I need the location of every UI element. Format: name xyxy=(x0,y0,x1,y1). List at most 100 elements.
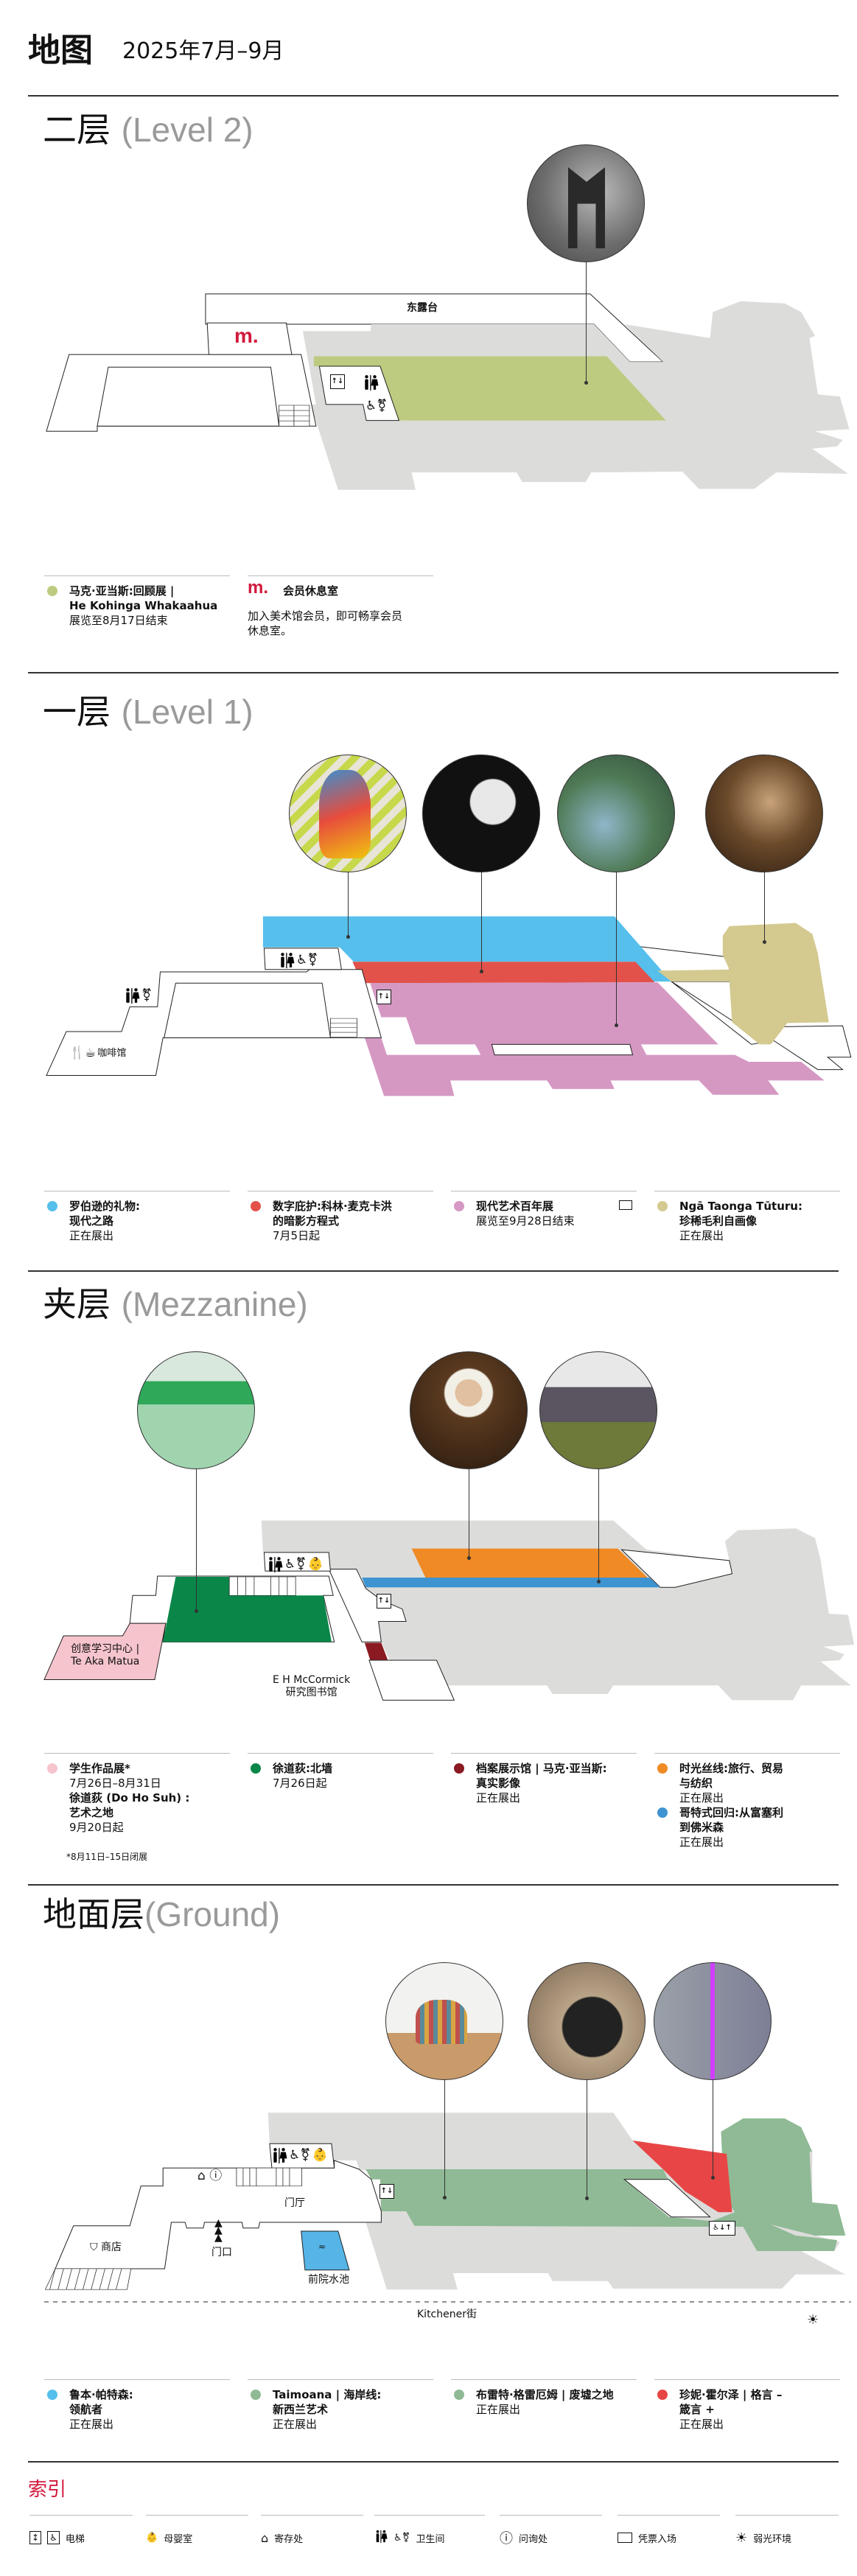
legend-title: 马克·亚当斯:回顾展 | xyxy=(69,584,175,598)
stairs xyxy=(279,405,310,427)
legend-detail: 7月5日起 xyxy=(273,1229,321,1242)
legend-title: 领航者 xyxy=(69,2403,103,2416)
artwork-thumbnail-gothic-house[interactable] xyxy=(539,1351,657,1469)
legend-color-dot xyxy=(47,1201,57,1211)
ticket-icon xyxy=(618,2533,632,2543)
legend-title: 箴言 + xyxy=(679,2403,715,2416)
legend-detail: 7月26日–8月31日 xyxy=(69,1777,161,1790)
toilets-icon: ♿⚧👶 xyxy=(271,2147,328,2163)
legend-color-dot xyxy=(454,1201,464,1211)
artwork-thumbnail-mark-adams[interactable] xyxy=(527,144,645,262)
members-logo: m. xyxy=(248,578,269,598)
legend-color-dot xyxy=(454,2390,464,2400)
artwork-thumbnail-picasso[interactable] xyxy=(289,755,407,872)
legend-title: 罗伯逊的礼物: xyxy=(69,1200,140,1213)
toilets-icon: ♿⚧ xyxy=(279,952,318,968)
legend-item: 罗伯逊的礼物:现代之路正在展出 xyxy=(44,1191,230,1243)
legend-color-dot xyxy=(251,2390,261,2400)
legend-title: 哥特式回归:从富塞利 xyxy=(679,1806,783,1819)
shop-name: 商店 xyxy=(100,2241,122,2253)
artwork-thumbnail-goldie-portrait[interactable] xyxy=(705,755,823,872)
legend-title: He Kohinga Whakaahua xyxy=(69,599,218,612)
accessible-icon: ♿⚧ xyxy=(393,2532,410,2544)
east-terrace-label: 东露台 xyxy=(407,302,438,314)
legend-detail: 正在展出 xyxy=(679,1835,724,1849)
exhibition-gothic-revival xyxy=(362,1578,661,1588)
level-name-en: (Mezzanine) xyxy=(121,1285,308,1323)
connector-line xyxy=(763,872,766,944)
legend-title: 的暗影方程式 xyxy=(273,1214,340,1228)
footnote: *8月11日–15日闭展 xyxy=(66,1852,148,1862)
artwork-thumbnail-do-ho-suh[interactable] xyxy=(137,1351,255,1469)
toilet-block xyxy=(270,2143,335,2168)
legend-title: 到佛米森 xyxy=(679,1821,724,1834)
legend-color-dot xyxy=(47,1763,57,1774)
legend-title: 时光丝线:旅行、贸易 xyxy=(679,1762,783,1775)
index-title: 索引 xyxy=(28,2479,67,2501)
legend-detail: 展览至9月28日结束 xyxy=(476,1214,575,1228)
legend-title: 珍稀毛利自画像 xyxy=(679,1214,758,1228)
legend-detail: 正在展出 xyxy=(476,2403,521,2416)
legend-title: 现代艺术百年展 xyxy=(476,1200,554,1213)
legend-title: 珍妮·霍尔泽 | 格言 – xyxy=(679,2388,783,2401)
floor-plan-level-1 xyxy=(0,916,857,1096)
parents-room-icon: 👶 xyxy=(312,2148,328,2163)
exhibition-colin-mccahon xyxy=(352,962,655,984)
level-name-en: (Ground) xyxy=(144,1895,281,1933)
section-divider xyxy=(28,1270,839,1272)
members-lounge xyxy=(207,323,292,354)
entrance-label: 门口 xyxy=(211,2247,232,2258)
artwork-thumbnail-jenny-holzer[interactable] xyxy=(654,1962,772,2080)
legend-item: 学生作品展* 7月26日–8月31日 徐道荻 (Do Ho Suh) : 艺术之… xyxy=(44,1753,230,1864)
legend-title: 艺术之地 xyxy=(69,1806,114,1819)
index-label: 电梯 xyxy=(65,2533,85,2545)
learning-centre-name: 创意学习中心 | xyxy=(71,1643,140,1655)
level-name: 二层 xyxy=(43,110,111,150)
entrance-steps xyxy=(44,2268,132,2290)
index-item-low-light: ☀弱光环境 xyxy=(735,2515,839,2552)
page-title: 地图 xyxy=(28,32,93,69)
index-item-toilets: ♿⚧卫生间 xyxy=(374,2515,485,2552)
legend-item: 布雷特·格雷厄姆 | 废墟之地正在展出 xyxy=(451,2379,637,2417)
artwork-thumbnail-monet[interactable] xyxy=(557,755,675,872)
legend-detail: 9月20日起 xyxy=(69,1821,124,1834)
entrance-arrow-icon: ▲▲▲ xyxy=(214,2217,223,2244)
toilets-icon xyxy=(374,2530,388,2546)
elevator-icon: ↑↓ xyxy=(377,990,391,1004)
legend-detail: 休息室。 xyxy=(248,624,293,637)
level-name: 地面层 xyxy=(43,1894,144,1934)
artwork-thumbnail-brett-graham[interactable] xyxy=(528,1962,646,2080)
street-label: Kitchener街 xyxy=(417,2309,477,2320)
legend-title: Taimoana | 海岸线: xyxy=(273,2388,382,2401)
low-light-icon: ☀ xyxy=(735,2530,748,2546)
legend-title: 档案展示馆 | 马克·亚当斯: xyxy=(476,1762,607,1775)
legend-color-dot xyxy=(657,1807,668,1818)
artwork-thumbnail-ruben-paterson[interactable] xyxy=(385,1962,503,2080)
library xyxy=(369,1660,454,1700)
toilets-icon: ⚧ xyxy=(124,987,152,1004)
index-item-cloakroom: ⌂寄存处 xyxy=(261,2515,363,2552)
connector-line xyxy=(443,2080,447,2199)
index-item-ticketed: 凭票入场 xyxy=(618,2515,720,2552)
floor-plan-ground xyxy=(0,2113,857,2576)
exhibition-modern-art xyxy=(362,982,825,1096)
connector-line xyxy=(480,872,483,973)
elevator-icon: ↕ xyxy=(29,2531,42,2544)
exhibition-threads xyxy=(411,1548,648,1578)
pool-label: 前院水池 xyxy=(308,2274,349,2286)
index-item-elevator: ↕♿电梯 xyxy=(29,2515,133,2552)
cloakroom-info-icon: ⌂ ⓘ xyxy=(197,2169,223,2183)
legend-item: 现代艺术百年展展览至9月28日结束 xyxy=(451,1191,637,1228)
artwork-thumbnail-mccahon[interactable] xyxy=(422,755,540,872)
exhibition-taimoana xyxy=(365,2118,846,2251)
artwork-thumbnail-portrait[interactable] xyxy=(410,1351,528,1469)
elevator-icon: ↑↓ xyxy=(379,2184,394,2199)
elevator-icon: ↑↓ xyxy=(377,1594,391,1609)
accessible-toilet-icon: ♿⚧ xyxy=(365,399,388,413)
legend-detail: 正在展出 xyxy=(679,1791,724,1805)
legend-color-dot xyxy=(251,1201,261,1211)
legend-title: Ngā Taonga Tūturu: xyxy=(679,1200,802,1213)
